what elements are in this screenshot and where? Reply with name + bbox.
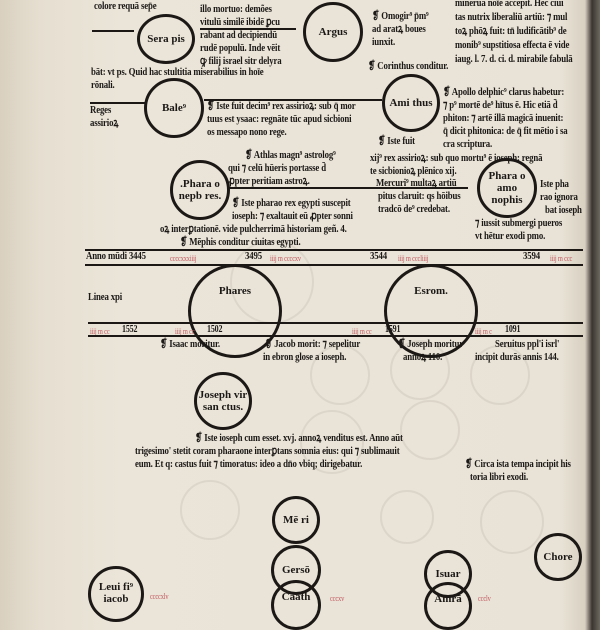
text-line: cra scriptura. xyxy=(443,138,493,150)
circle-phares: Phares xyxy=(188,264,282,358)
circle-amram: Amrā xyxy=(424,582,472,630)
text-line: ❡ Joseph moritur xyxy=(398,338,463,350)
red-annotation: iiij m cc xyxy=(352,327,372,336)
text-line: iaug. l. 7. d. ci. d. mirabile fabulā xyxy=(455,53,573,65)
text-line: ❡ Mēphis conditur ciuitas egypti. xyxy=(180,236,301,248)
text-line: pitus claruit: qs hōibus xyxy=(378,190,461,202)
text-line: rōnali. xyxy=(91,79,115,91)
linea-christi-label: Linea xpi xyxy=(88,291,123,303)
text-line: tas nutrix liberaliū artiū: ⁊ mul xyxy=(455,11,568,23)
text-line: ⁊ iussit submergi pueros xyxy=(475,217,563,229)
text-line: vitulū similē ibidē ꝑcu xyxy=(200,16,280,28)
text-line: annoꝝ 110. xyxy=(403,351,443,363)
red-annotation: cccxv xyxy=(330,594,345,603)
text-line: ❡ Iste pharao rex egypti suscepit xyxy=(232,197,351,209)
text-line: Mercuri⁹ multaꝝ artiū xyxy=(376,177,457,189)
text-line: Iste pha xyxy=(540,178,569,190)
circle-esrom: Esrom. xyxy=(384,264,478,358)
anno-mundi-label: Anno mūdi 3445 xyxy=(86,250,146,262)
circle-chore: Chore xyxy=(534,533,582,581)
text-line: rudē populū. Inde vēit xyxy=(200,42,281,54)
text-line: colore requā sep̄e xyxy=(94,0,157,12)
year-number: 1091 xyxy=(505,324,521,335)
circle-joseph: Joseph vir san ctus. xyxy=(194,372,252,430)
year-number: 1502 xyxy=(207,324,223,335)
circle-pharao-amonophis: Phara o amo nophis xyxy=(477,158,537,218)
circle-serapis: Sera pis xyxy=(137,14,195,64)
text-line: minerua noīe accepit. Hec ciui xyxy=(455,0,564,9)
red-annotation: ccccxlv xyxy=(150,592,169,601)
text-line: ꝙ filij israel sitr delyra xyxy=(200,55,282,67)
text-line: te sicbionioꝝ plēnico xij. xyxy=(370,165,457,177)
text-line: rao ignora xyxy=(540,191,578,203)
text-line: trigesimo' stetit coram pharaone interꝑt… xyxy=(135,445,400,457)
circle-amithus: Ami thus xyxy=(382,74,440,132)
text-line: ❡ Corinthus conditur. xyxy=(368,60,449,72)
text-line: iunxit. xyxy=(372,36,396,48)
circle-caath: Caath xyxy=(271,580,321,630)
red-annotation: iiij m c xyxy=(475,327,492,336)
text-line: rabant ad decipiendū xyxy=(200,29,277,41)
text-line: ❡ Iste ioseph cum esset. xvj. annoꝝ vend… xyxy=(195,432,403,444)
text-line: oꝝ interꝑtationē. vide pulcherrimā histo… xyxy=(160,223,347,235)
circle-pharao-nephres: .Phara o nepb res. xyxy=(170,160,230,220)
red-annotation: iiij m cc xyxy=(175,327,195,336)
text-line: ❡ Omogir⁹ p̄m⁹ xyxy=(372,10,429,22)
text-line: ❡ Apollo delphic⁹ clarus habetur: xyxy=(443,86,565,98)
text-line: phiton: ⁊ artē illā magicā inuenit: xyxy=(443,112,564,124)
circle-levi: Leui fi⁹ iacob xyxy=(88,566,144,622)
year-3544: 3544 xyxy=(370,250,387,262)
red-annotation: ccclv xyxy=(478,594,491,603)
circle-argus: Argus xyxy=(303,2,363,62)
text-line: toꝝ phōꝝ fuit: tn̄ ludificātib⁹ de xyxy=(455,25,567,37)
text-line: ꝓpter peritiam astroꝝ. xyxy=(228,175,310,187)
year-number: 1591 xyxy=(385,324,401,335)
text-line: ❡ Jacob morit: ⁊ sepelitur xyxy=(265,338,361,350)
circle-meri: Mē ri xyxy=(272,496,320,544)
text-line: illo mortuo: demões xyxy=(200,3,272,15)
text-line: ioseph: ⁊ exaltauit eū ꝓpter sonni xyxy=(232,210,353,222)
year-number: 1552 xyxy=(122,324,138,335)
red-annotation: iiij m cc xyxy=(90,327,110,336)
text-line: incipit durās annis 144. xyxy=(475,351,559,363)
text-line: bāt: vt ps. Quid hac stultitia miserabil… xyxy=(91,66,264,78)
text-line: ❡ Circa ista tempa incipit his xyxy=(465,458,571,470)
text-line: bat ioseph xyxy=(545,204,582,216)
text-line: q̄ dicit phitonica: de q̄ fit mētio i sa xyxy=(443,125,568,137)
text-line: ⁊ p⁹ mortē de⁹ hītus ē. Hic etiā d̄ xyxy=(443,99,558,111)
text-line: toria libri exodi. xyxy=(470,471,528,483)
text-line: Seruitus ppl'i isrl' xyxy=(495,338,560,350)
text-line: tradcō de⁹ credebat. xyxy=(378,203,450,215)
text-line: assirioꝝ xyxy=(90,117,119,129)
text-line: in ebron glose a ioseph. xyxy=(263,351,347,363)
year-3594: 3594 xyxy=(523,250,540,262)
text-line: monib⁹ supstitiosa effecta ē vide xyxy=(455,39,570,51)
red-annotation: ccccxxxiiij xyxy=(170,254,197,263)
red-annotation: iiij m ccccxv xyxy=(270,254,301,263)
text-line: os messapo nono rege. xyxy=(207,126,287,138)
circle-bale: Bale⁹ xyxy=(144,78,204,138)
text-line: eum. Et q: castus fuit ⁊ timoratus: ideo… xyxy=(135,458,363,470)
text-line: tuus est ysaac: regnāte tūc apud sicbion… xyxy=(207,113,352,125)
text-line: ❡ Iste fuit xyxy=(378,135,415,147)
text-line: ❡ Athlas magn⁹ astrolog⁹ xyxy=(245,149,336,161)
year-3495: 3495 xyxy=(245,250,262,262)
text-line: Reges xyxy=(90,104,112,116)
text-line: ad aratꝝ boues xyxy=(372,23,426,35)
red-annotation: iiij m ccc xyxy=(550,254,573,263)
text-line: vt hētur exodi pmo. xyxy=(475,230,546,242)
text-line: qui ⁊ celū hūeris portasse d̄ xyxy=(228,162,326,174)
text-line: ❡ Isaac moritur. xyxy=(160,338,220,350)
text-line: ❡ Iste fuit decim⁹ rex assirioꝝ: sub q̄ … xyxy=(207,100,356,112)
red-annotation: iiij m cccliiij xyxy=(398,254,429,263)
